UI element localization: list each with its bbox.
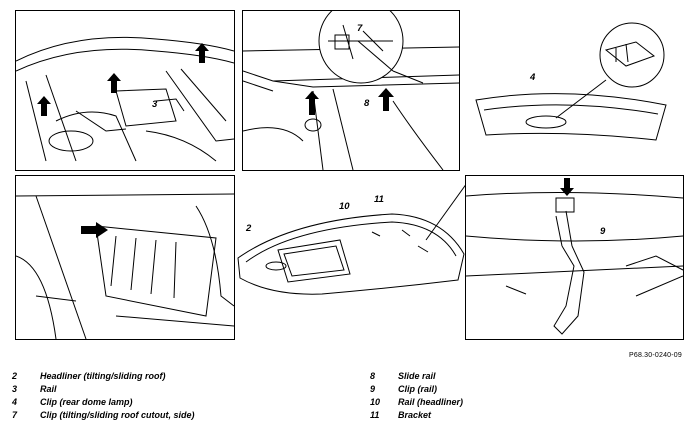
legend-item: 10 Rail (headliner) <box>370 396 463 409</box>
legend-text: Clip (tilting/sliding roof cutout, side) <box>40 410 195 420</box>
callout-2: 2 <box>246 223 252 234</box>
legend-text: Clip (rail) <box>398 384 438 394</box>
legend-right: 8 Slide rail 9 Clip (rail) 10 Rail (headlin… <box>370 370 463 422</box>
legend-text: Slide rail <box>398 371 436 381</box>
legend-item: 4 Clip (rear dome lamp) <box>12 396 194 409</box>
clip-rail-drawing <box>466 178 683 335</box>
legend-text: Rail <box>40 384 57 394</box>
legend-text: Bracket <box>398 410 432 420</box>
legend-number: 3 <box>12 384 18 394</box>
panel-slide-rail: 7 8 <box>242 10 460 171</box>
legend-item: 11 Bracket <box>370 409 463 422</box>
callout-9: 9 <box>600 226 606 237</box>
callout-4: 4 <box>530 72 536 83</box>
legend-text: Headliner (tilting/sliding roof) <box>40 371 166 381</box>
panel-clip-rail: 9 <box>465 175 684 340</box>
legend-number: 9 <box>370 384 376 394</box>
panel-rear-dome-lamp: 4 <box>466 10 682 169</box>
legend-number: 2 <box>12 371 18 381</box>
headliner-overview: 2 10 11 <box>232 170 473 340</box>
legend-number: 10 <box>370 397 381 407</box>
legend-number: 4 <box>12 397 18 407</box>
legend-item: 8 Slide rail <box>370 370 463 383</box>
legend-number: 7 <box>12 410 18 420</box>
legend-item: 3 Rail <box>12 383 194 396</box>
panel-headliner-removal <box>15 175 235 340</box>
callout-3: 3 <box>152 99 158 110</box>
interior-front-drawing <box>16 36 234 162</box>
rear-dome-lamp-drawing <box>475 22 667 141</box>
legend-item: 7 Clip (tilting/sliding roof cutout, side… <box>12 409 194 422</box>
legend-item: 9 Clip (rail) <box>370 383 463 396</box>
panel-interior-front: 3 <box>15 10 235 171</box>
headliner-overview-drawing <box>237 175 473 295</box>
headliner-removal-drawing <box>16 193 234 339</box>
callout-7: 7 <box>357 23 363 34</box>
callout-11: 11 <box>374 194 384 205</box>
legend-item: 2 Headliner (tilting/sliding roof) <box>12 370 194 383</box>
reference-code: P68.30-0240-09 <box>628 352 682 359</box>
legend-number: 8 <box>370 371 376 381</box>
slide-rail-drawing <box>243 11 459 170</box>
callout-10: 10 <box>339 201 350 212</box>
legend-number: 11 <box>370 410 380 420</box>
callout-8: 8 <box>364 98 370 109</box>
legend-text: Clip (rear dome lamp) <box>40 397 133 407</box>
legend-text: Rail (headliner) <box>398 397 464 407</box>
